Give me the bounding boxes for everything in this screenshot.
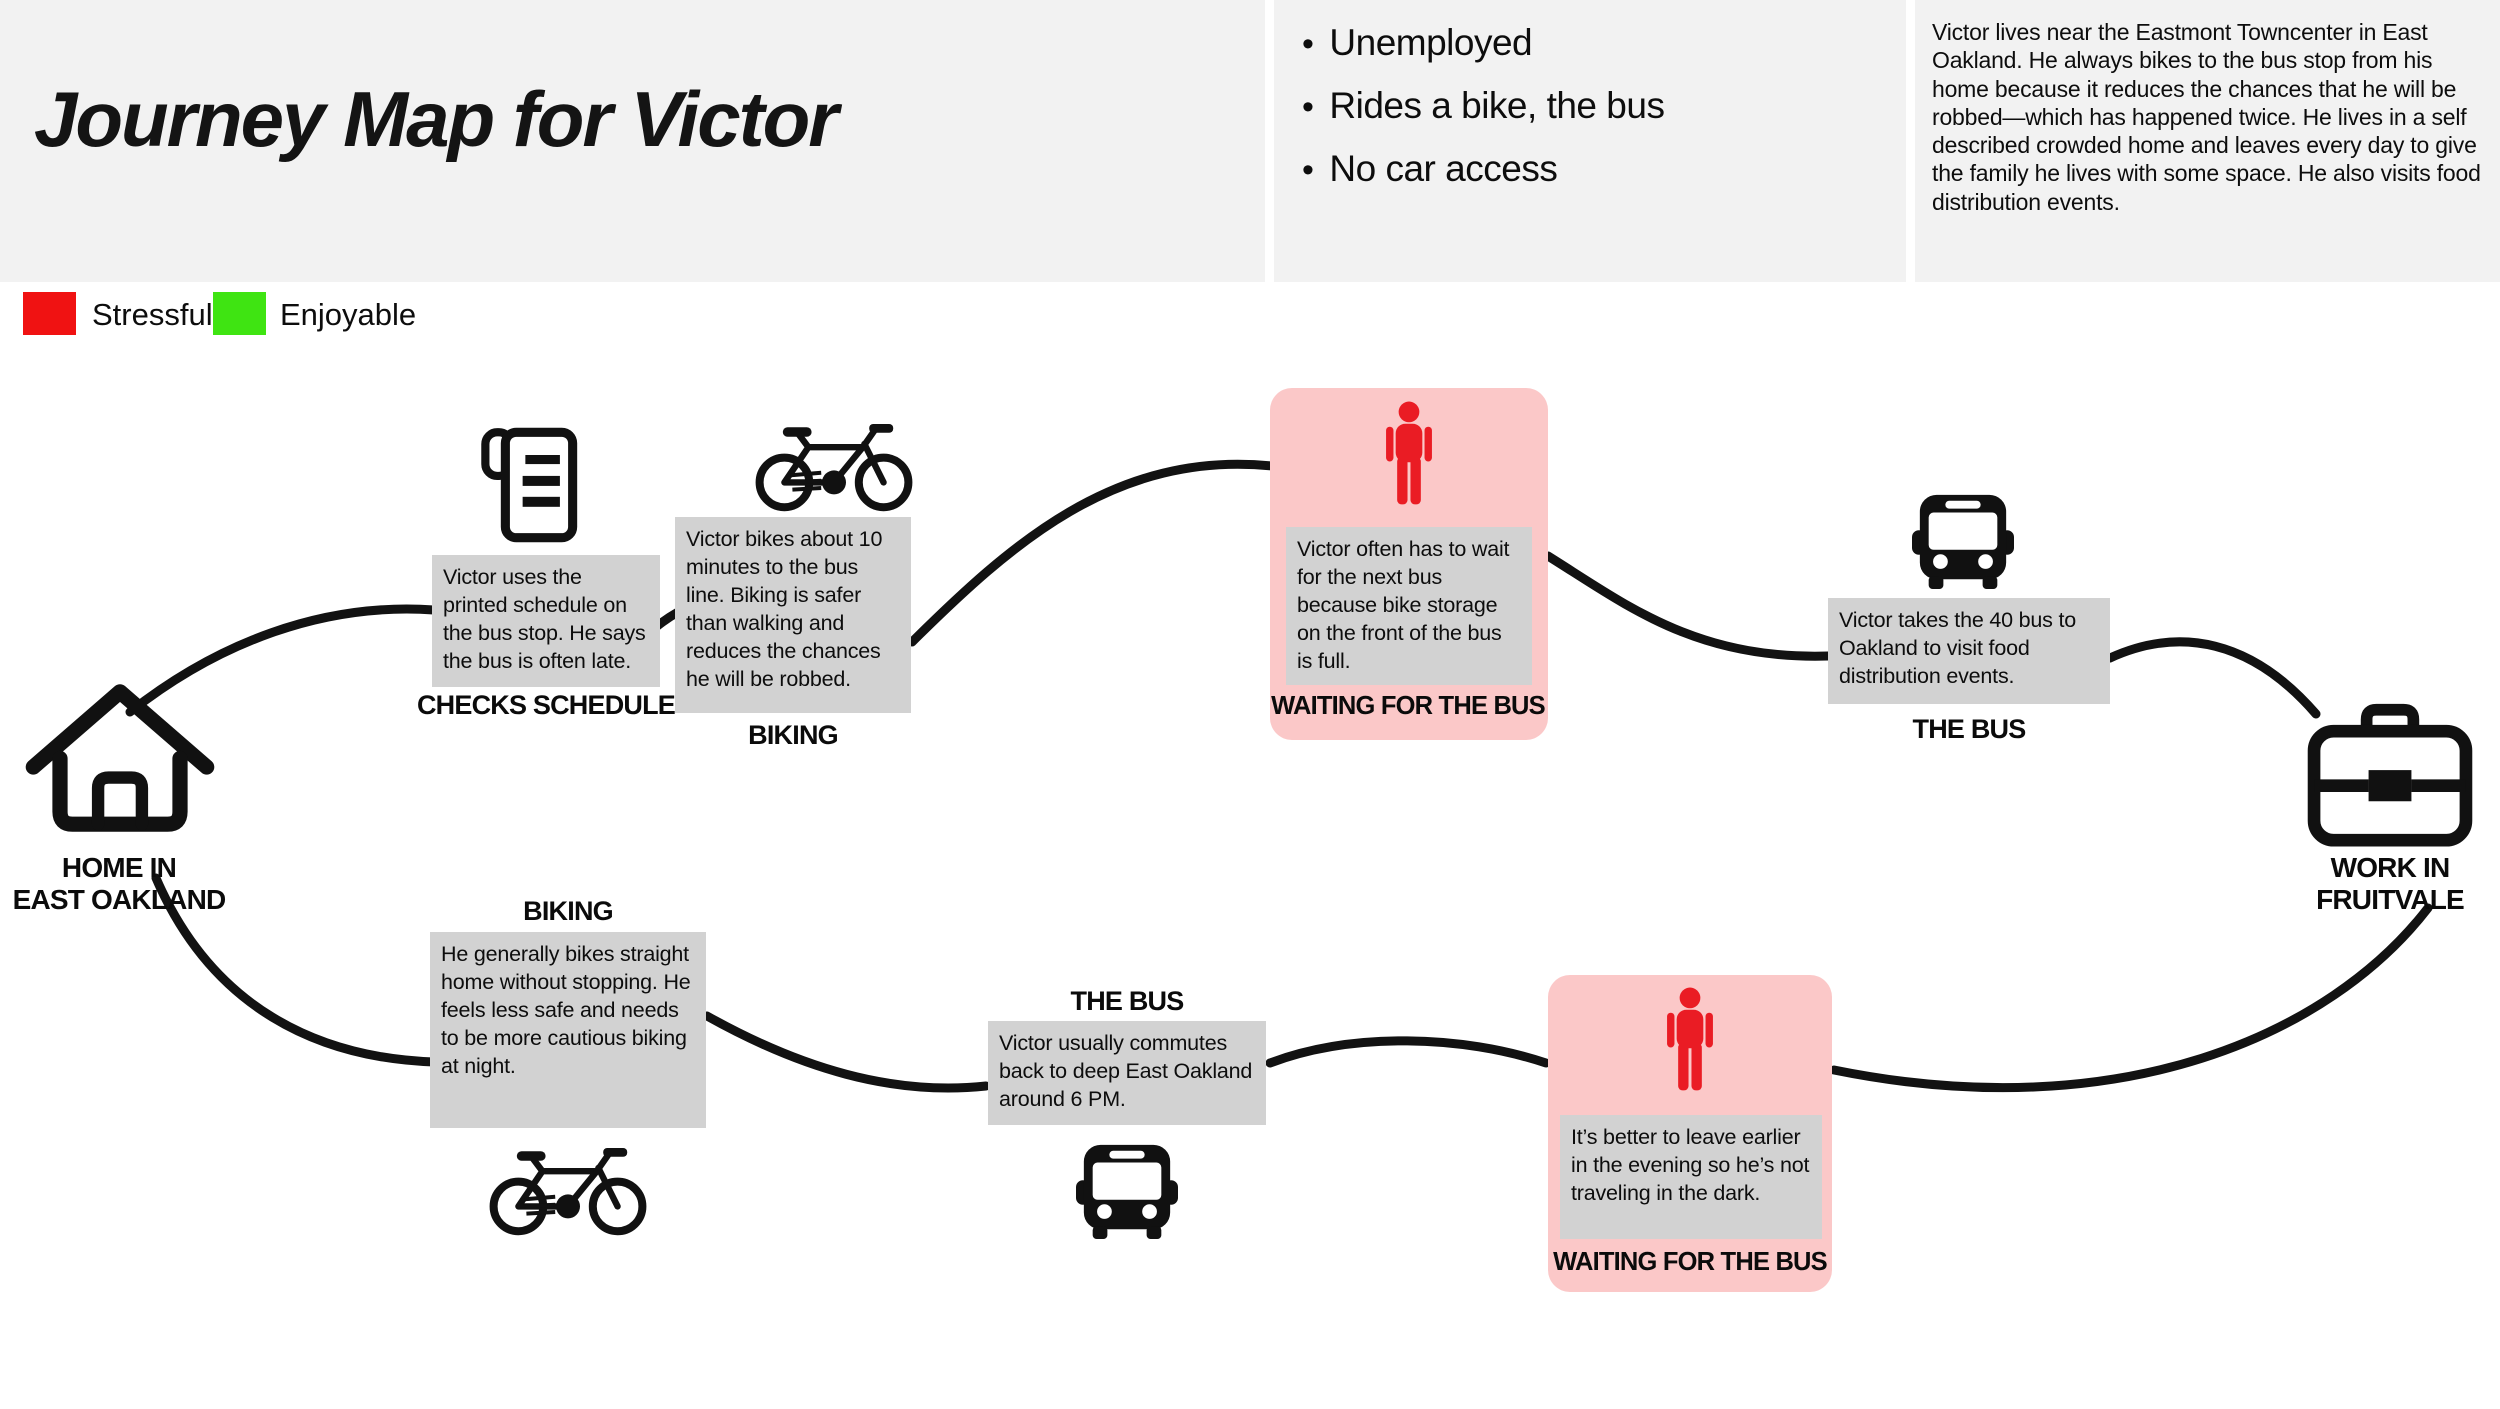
note-biking-morning: Victor bikes about 10 minutes to the bus…: [675, 517, 911, 713]
bike-icon: [486, 1136, 650, 1236]
path-bus-to-biking-evening: [702, 1011, 991, 1093]
header-divider: [1265, 0, 1274, 282]
stressful-color-swatch: [23, 292, 76, 335]
persona-bio: Victor lives near the Eastmont Towncente…: [1932, 19, 2481, 215]
note-biking-evening: He generally bikes straight home without…: [430, 932, 706, 1128]
page-title: Journey Map for Victor: [34, 75, 839, 163]
path-waiting-to-bus-evening: [1265, 1036, 1551, 1068]
enjoyable-color-swatch: [213, 292, 266, 335]
persona-fact: Unemployed: [1302, 22, 1664, 64]
note-checks-schedule: Victor uses the printed schedule on the …: [432, 555, 660, 687]
note-waiting-morning: Victor often has to wait for the next bu…: [1286, 527, 1532, 685]
note-waiting-evening: It’s better to leave earlier in the even…: [1560, 1115, 1822, 1239]
station-label-home: HOME IN EAST OAKLAND: [12, 852, 227, 916]
bike-icon: [752, 412, 916, 512]
header-band: Journey Map for Victor Unemployed Rides …: [0, 0, 2500, 282]
station-label-work: WORK IN FRUITVALE: [2316, 852, 2465, 916]
station-label-biking-evening: BIKING: [523, 896, 614, 926]
persona-facts-list: Unemployed Rides a bike, the bus No car …: [1302, 22, 1665, 211]
path-bus-to-work: [2105, 637, 2321, 719]
note-bus-evening: Victor usually commutes back to deep Eas…: [988, 1021, 1266, 1125]
bus-icon: [1076, 1140, 1178, 1240]
person-icon: [1372, 400, 1446, 520]
persona-fact: Rides a bike, the bus: [1302, 85, 1665, 127]
schedule-icon: [478, 425, 580, 545]
path-biking-evening-to-home: [151, 873, 439, 1067]
station-label-bus-morning: THE BUS: [1912, 714, 2027, 744]
station-label-waiting-morning: WAITING FOR THE BUS: [1271, 692, 1546, 720]
station-label-waiting-evening: WAITING FOR THE BUS: [1553, 1248, 1828, 1276]
note-bus-morning: Victor takes the 40 bus to Oakland to vi…: [1828, 598, 2110, 704]
stressful-legend-label: Stressful: [92, 297, 213, 332]
enjoyable-legend-label: Enjoyable: [280, 297, 417, 332]
persona-fact: No car access: [1302, 148, 1664, 190]
path-work-to-waiting-evening: [1829, 903, 2433, 1093]
station-label-biking-morning: BIKING: [748, 720, 839, 750]
path-biking-to-waiting: [907, 459, 1277, 647]
station-label-checks-schedule: CHECKS SCHEDULE: [416, 690, 676, 720]
path-waiting-to-bus: [1543, 551, 1833, 661]
person-icon: [1653, 986, 1727, 1106]
path-home-to-schedule: [125, 604, 439, 717]
bus-icon: [1912, 490, 2014, 590]
house-icon: [20, 672, 220, 844]
briefcase-icon: [2306, 700, 2474, 848]
header-divider: [1906, 0, 1915, 282]
station-label-bus-evening: THE BUS: [1070, 986, 1185, 1016]
